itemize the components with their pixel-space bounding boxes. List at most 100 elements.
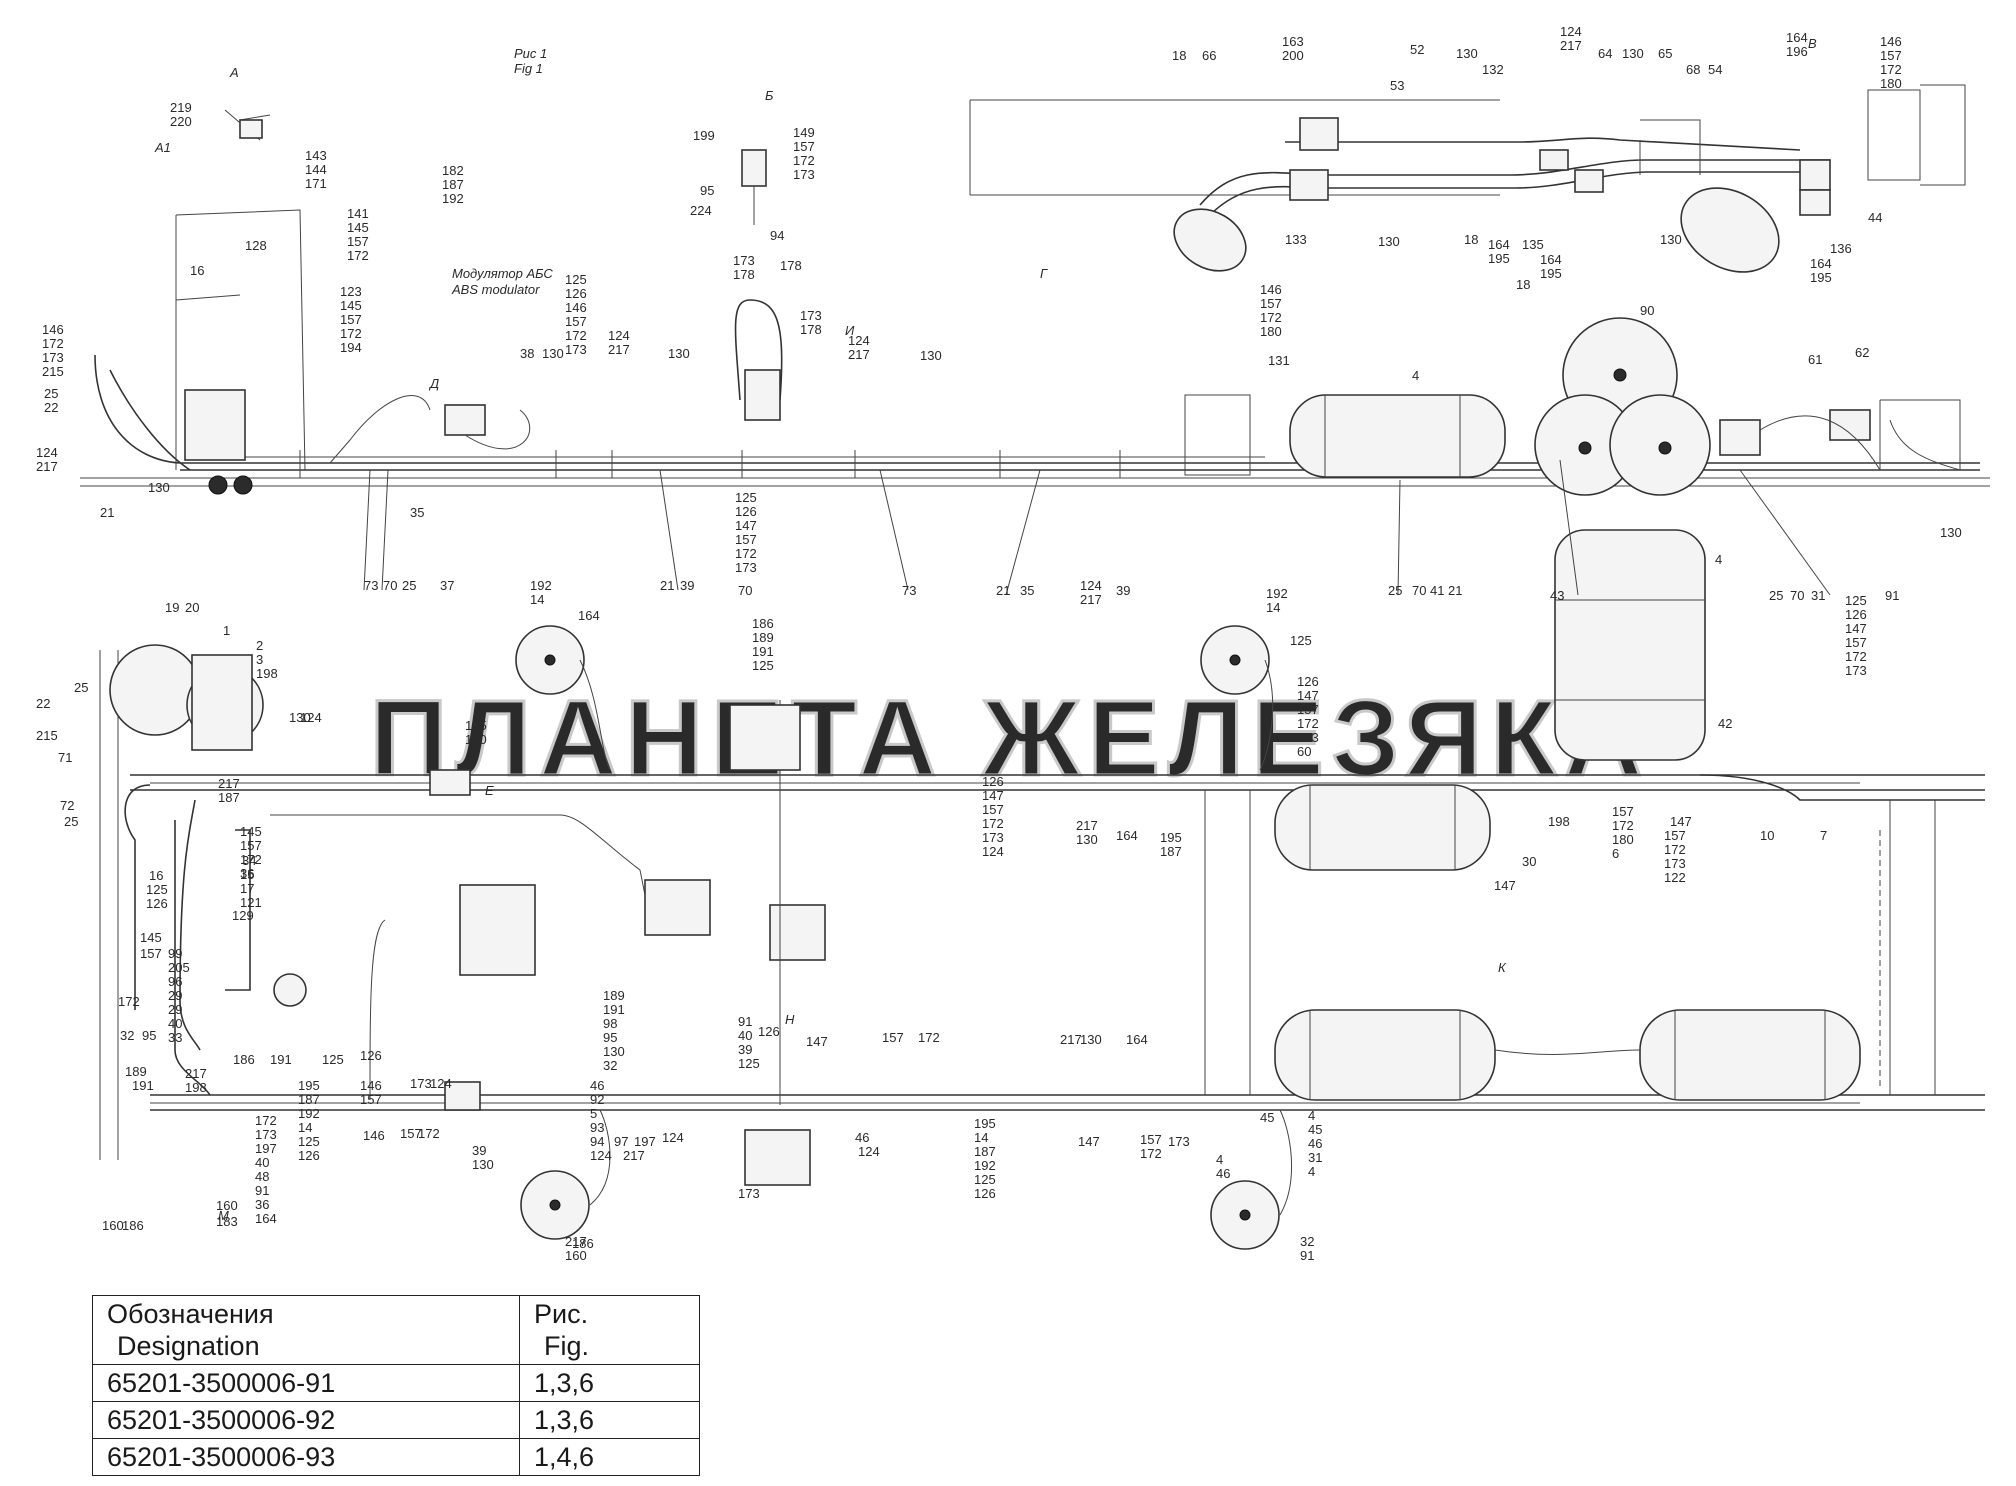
part-number-label: 157 — [1140, 1132, 1162, 1147]
part-number-label: 172 — [982, 816, 1004, 831]
part-number-label: 172 — [1664, 842, 1686, 857]
part-number-label: 37 — [440, 578, 454, 593]
part-number-label: 71 — [58, 750, 72, 765]
part-number-label: 4 — [1715, 552, 1722, 567]
part-number-label: 31 — [1811, 588, 1825, 603]
part-number-label: 70 — [1790, 588, 1804, 603]
part-number-label: 95 — [700, 183, 714, 198]
part-number-label: 186 — [572, 1236, 594, 1251]
view-letter: М — [218, 1208, 229, 1223]
part-number-label: 17 — [240, 881, 254, 896]
part-number-label: 187 — [298, 1092, 320, 1107]
part-number-label: 217 — [608, 342, 630, 357]
part-number-label: 144 — [305, 162, 327, 177]
part-number-label: 217 — [1560, 38, 1582, 53]
part-number-label: 123 — [340, 284, 362, 299]
part-number-label: 73 — [902, 583, 916, 598]
part-number-label: 10 — [1760, 828, 1774, 843]
part-number-label: 182 — [442, 163, 464, 178]
part-number-label: 128 — [245, 238, 267, 253]
part-number-label: 157 — [982, 802, 1004, 817]
part-number-label: 200 — [1282, 48, 1304, 63]
part-number-label: 21 — [660, 578, 674, 593]
part-number-label: 125 — [735, 490, 757, 505]
part-number-label: 14 — [530, 592, 544, 607]
part-number-label: 178 — [733, 267, 755, 282]
bottom-chassis-view — [99, 529, 1985, 1250]
part-number-label: 53 — [1390, 78, 1404, 93]
part-number-label: 18 — [1172, 48, 1186, 63]
part-number-label: 40 — [168, 1016, 182, 1031]
part-number-label: 125 — [752, 658, 774, 673]
part-number-label: 195 — [1540, 266, 1562, 281]
part-number-label: 95 — [603, 1030, 617, 1045]
part-number-label: 21 — [996, 583, 1010, 598]
part-number-label: 173 — [735, 560, 757, 575]
part-number-label: 32 — [120, 1028, 134, 1043]
part-number-label: 217 — [1060, 1032, 1082, 1047]
part-number-label: 186 — [752, 616, 774, 631]
abs-modulator-callout-en: ABS modulator — [451, 282, 540, 297]
part-number-label: 198 — [185, 1080, 207, 1095]
view-letter: К — [1498, 960, 1507, 975]
part-number-label: 171 — [305, 176, 327, 191]
part-number-label: 157 — [1880, 48, 1902, 63]
part-number-label: 172 — [1845, 649, 1867, 664]
leader-lines — [363, 459, 1831, 596]
part-number-label: 125 — [974, 1172, 996, 1187]
part-number-label: 173 — [1168, 1134, 1190, 1149]
part-number-label: 126 — [758, 1024, 780, 1039]
part-number-label: 141 — [347, 206, 369, 221]
legend-header-fig-ru: Рис. — [534, 1299, 589, 1329]
part-number-label: 25 — [1388, 583, 1402, 598]
part-number-label: 191 — [270, 1052, 292, 1067]
part-number-label: 95 — [142, 1028, 156, 1043]
part-number-label: 172 — [347, 248, 369, 263]
view-letter: А1 — [154, 140, 171, 155]
part-number-label: 5 — [590, 1106, 597, 1121]
part-number-label: 94 — [770, 228, 784, 243]
part-number-label: 130 — [1076, 832, 1098, 847]
part-number-label: 21 — [100, 505, 114, 520]
legend-row: 65201-3500006-91 1,3,6 — [92, 1364, 700, 1402]
part-number-label: 42 — [1718, 716, 1732, 731]
part-number-label: 46 — [1216, 1166, 1230, 1181]
part-number-label: 130 — [1660, 232, 1682, 247]
part-number-label: 189 — [603, 988, 625, 1003]
part-number-label: 195 — [1160, 830, 1182, 845]
part-number-label: 157 — [400, 1126, 422, 1141]
abs-modulator-callout-ru: Модулятор АБС — [452, 266, 553, 281]
figure-caption-ru: Рис 1 — [514, 46, 547, 61]
part-number-label: 124 — [430, 1076, 452, 1091]
part-number-label: 180 — [1260, 324, 1282, 339]
part-number-label: 130 — [1940, 525, 1962, 540]
part-number-label: 130 — [542, 346, 564, 361]
part-number-label: 164 — [1810, 256, 1832, 271]
part-number-label: 97 — [614, 1134, 628, 1149]
part-number-label: 124 — [982, 844, 1004, 859]
part-number-label: 164 — [1126, 1032, 1148, 1047]
part-number-label: 178 — [800, 322, 822, 337]
part-number-label: 124 — [300, 710, 322, 725]
part-number-label: 157 — [347, 234, 369, 249]
part-number-label: 224 — [690, 203, 712, 218]
part-number-label: 124 — [36, 445, 58, 460]
part-number-label: 160 — [102, 1218, 124, 1233]
part-number-label: 145 — [347, 220, 369, 235]
part-number-label: 215 — [42, 364, 64, 379]
part-number-label: 2 — [256, 638, 263, 653]
part-number-label: 173 — [42, 350, 64, 365]
part-number-label: 132 — [1482, 62, 1504, 77]
part-number-label: 125 — [322, 1052, 344, 1067]
legend-fig: 1,3,6 — [519, 1401, 700, 1439]
part-number-label: 45 — [1308, 1122, 1322, 1137]
part-number-label: 180 — [1880, 76, 1902, 91]
part-number-label: 196 — [1786, 44, 1808, 59]
part-number-label: 173 — [565, 342, 587, 357]
part-number-label: 173 — [733, 253, 755, 268]
part-number-label: 130 — [148, 480, 170, 495]
part-number-label: 157 — [340, 312, 362, 327]
part-number-label: 199 — [693, 128, 715, 143]
part-number-label: 40 — [255, 1155, 269, 1170]
